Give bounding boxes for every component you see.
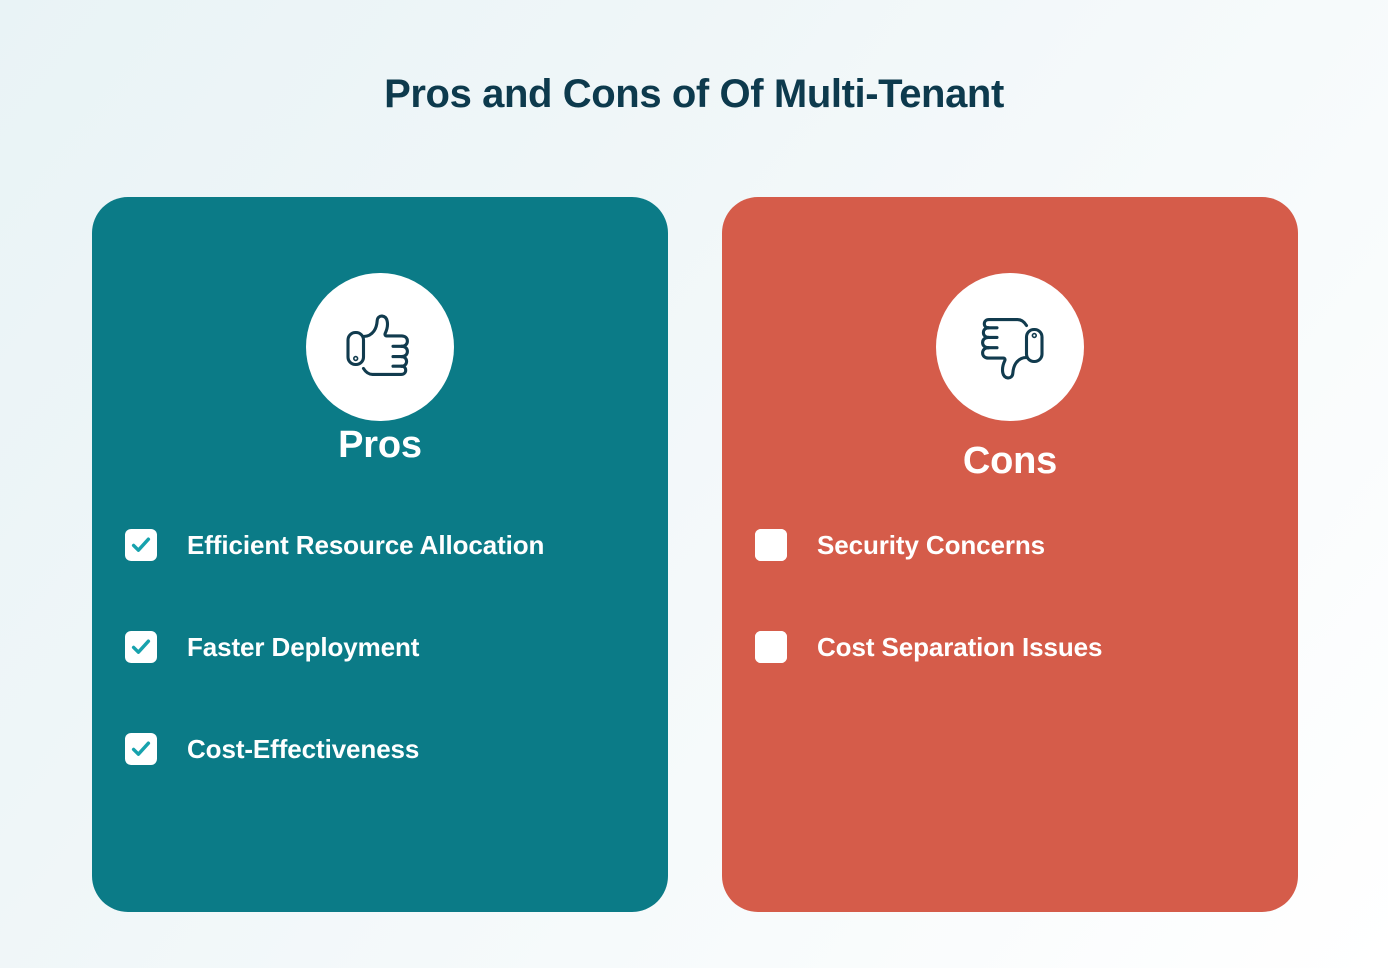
x-icon [755,529,787,561]
page-title: Pros and Cons of Of Multi-Tenant [384,72,1004,116]
list-item-label: Cost Separation Issues [817,631,1103,662]
check-icon [125,733,157,765]
list-item-label: Faster Deployment [187,631,420,662]
check-icon [125,631,157,663]
pros-heading: Pros [338,424,422,466]
thumbs-up-icon [346,314,409,376]
pros-card: Pros Efficient Resource Allocation Faste… [92,197,668,912]
thumbs-down-badge [936,273,1084,421]
list-item: Cost-Effectiveness [125,733,645,765]
list-item: Cost Separation Issues [755,631,1275,663]
list-item: Security Concerns [755,529,1275,561]
cons-list: Security Concerns Cost Separation I [755,529,1275,663]
cons-card: Cons Security Concerns [722,197,1298,912]
thumbs-up-badge [306,273,454,421]
list-item-label: Security Concerns [817,529,1046,560]
list-item: Faster Deployment [125,631,645,663]
pros-list: Efficient Resource Allocation Faster Dep… [125,529,645,765]
x-icon [755,631,787,663]
list-item-label: Efficient Resource Allocation [187,529,545,560]
list-item-label: Cost-Effectiveness [187,733,420,764]
thumbs-down-icon [981,318,1044,380]
check-icon [125,529,157,561]
list-item: Efficient Resource Allocation [125,529,645,561]
cons-heading: Cons [962,440,1058,482]
